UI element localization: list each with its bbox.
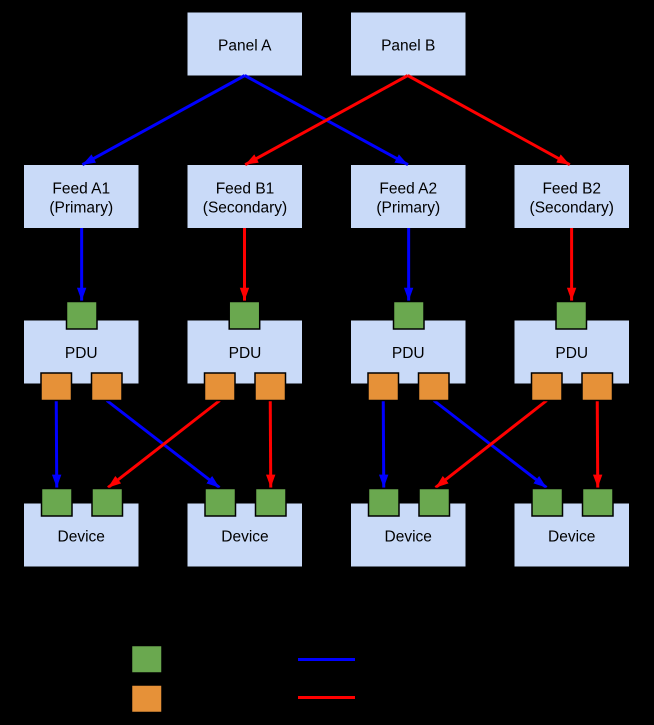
svg-text:Feed B2: Feed B2 <box>542 180 601 197</box>
svg-text:PDU: PDU <box>229 345 262 362</box>
svg-text:Device: Device <box>221 529 268 546</box>
svg-text:Panel B: Panel B <box>381 38 435 55</box>
svg-text:Device: Device <box>58 529 105 546</box>
svg-text:(Primary): (Primary) <box>49 200 113 217</box>
svg-text:PDU: PDU <box>555 345 588 362</box>
svg-text:Feed A1: Feed A1 <box>52 180 110 197</box>
svg-text:(Primary): (Primary) <box>376 200 440 217</box>
svg-text:Feed A2: Feed A2 <box>379 180 437 197</box>
svg-text:Feed B1: Feed B1 <box>216 180 275 197</box>
svg-text:(Secondary): (Secondary) <box>203 200 287 217</box>
svg-text:PDU: PDU <box>392 345 425 362</box>
svg-text:Device: Device <box>548 529 595 546</box>
svg-text:Device: Device <box>385 529 432 546</box>
svg-text:PDU: PDU <box>65 345 98 362</box>
svg-text:Panel A: Panel A <box>218 38 272 55</box>
svg-text:(Secondary): (Secondary) <box>530 200 614 217</box>
